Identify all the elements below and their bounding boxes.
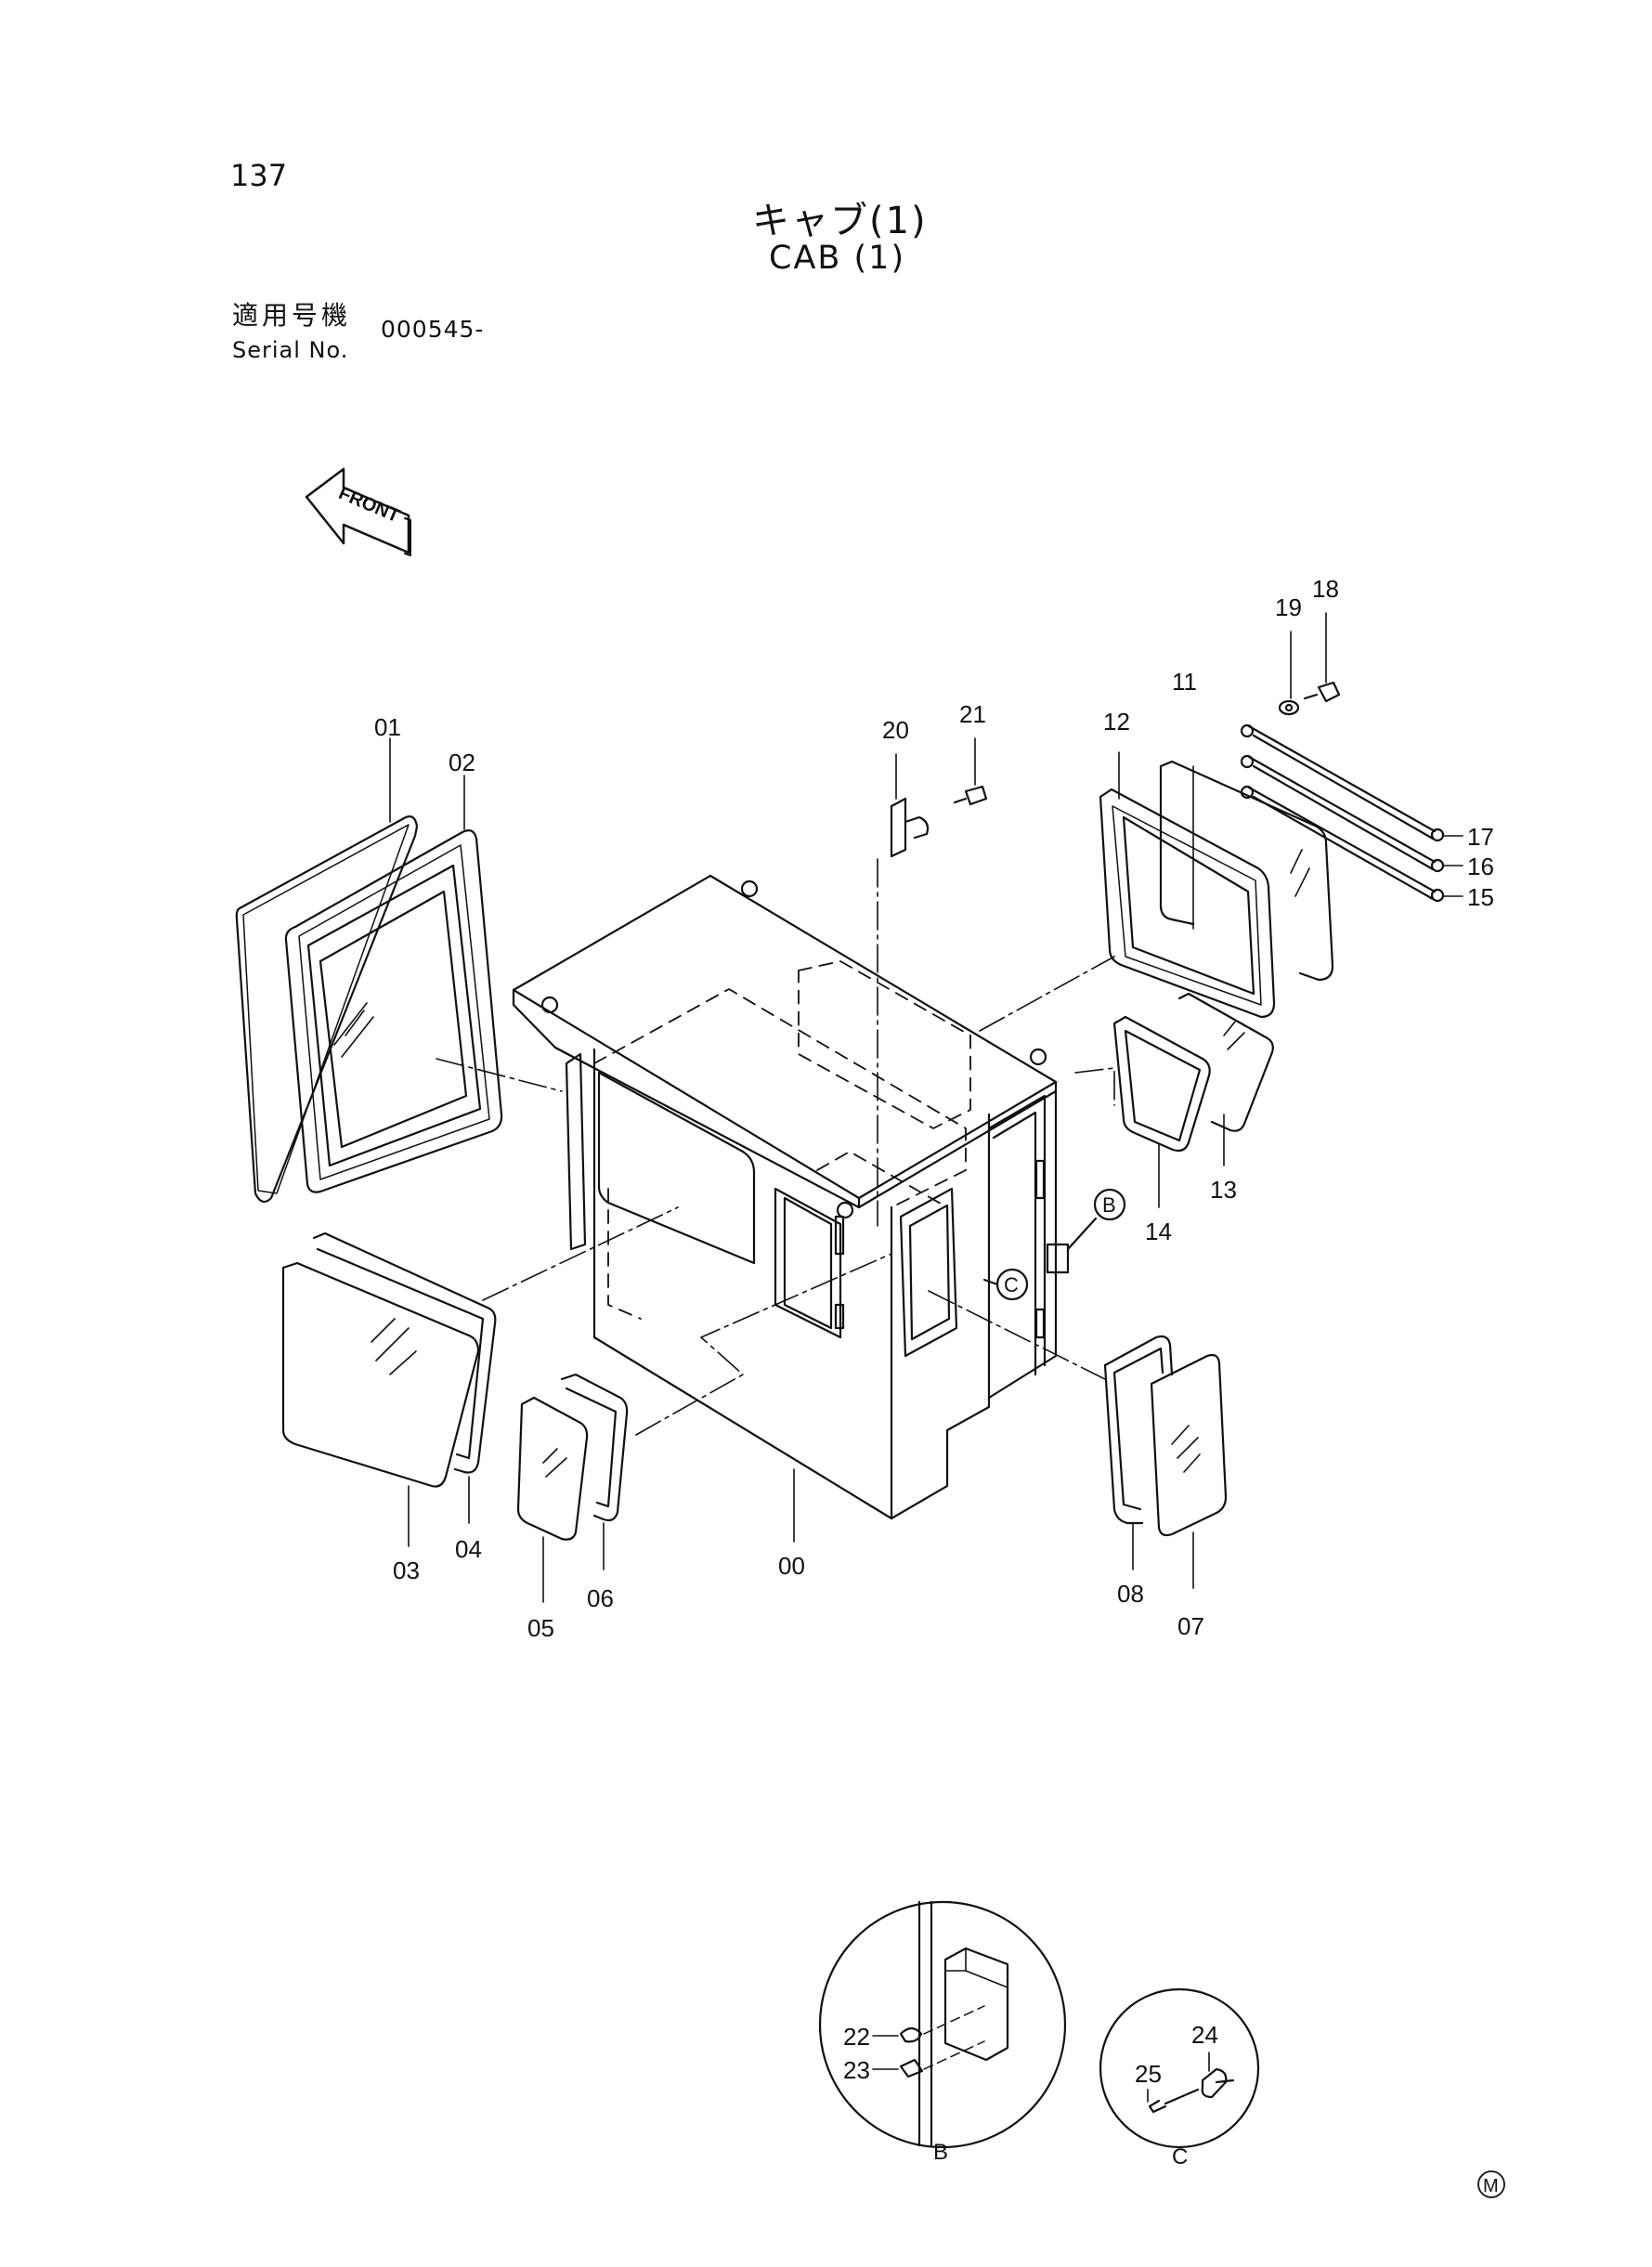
- side-seal-14: [1112, 1015, 1211, 1153]
- front-seal-02: [284, 829, 503, 1193]
- page-title: CAB (1): [769, 240, 906, 277]
- callout-11: 11: [1172, 668, 1197, 696]
- callout-18: 18: [1312, 575, 1339, 603]
- callout-04: 04: [455, 1535, 482, 1563]
- callout-00: 00: [778, 1552, 805, 1580]
- washer-19-icon: [1278, 699, 1300, 716]
- detail-c-label: C: [1172, 2144, 1188, 2169]
- callout-05: 05: [527, 1614, 554, 1642]
- leader-lines: [389, 612, 1463, 1603]
- detail-b: B: [818, 1900, 1067, 2165]
- callout-12: 12: [1103, 708, 1130, 736]
- lower-glass-03: [281, 1261, 480, 1488]
- front-label: FRONT: [335, 483, 402, 527]
- detail-ref-b-label: B: [1102, 1193, 1116, 1217]
- bolt-21-icon: [953, 785, 988, 806]
- callout-02: 02: [449, 749, 475, 776]
- callout-22: 22: [843, 2023, 870, 2051]
- callout-06: 06: [587, 1584, 614, 1612]
- callout-25: 25: [1135, 2060, 1162, 2088]
- small-seal-06: [560, 1373, 629, 1522]
- cab-body: [512, 874, 1058, 1520]
- door-glass-07: [1150, 1353, 1228, 1537]
- callout-19: 19: [1275, 593, 1302, 621]
- detail-b-label: B: [933, 2140, 948, 2165]
- serial-label-japanese: 適用号機: [232, 300, 352, 331]
- callout-20: 20: [882, 716, 909, 744]
- callout-01: 01: [374, 713, 401, 741]
- serial-number-value: 000545-: [381, 316, 485, 343]
- detail-c: C: [1099, 1987, 1260, 2169]
- callout-15: 15: [1467, 883, 1494, 911]
- stay-rods: [1240, 723, 1445, 903]
- small-glass-05: [516, 1396, 589, 1541]
- rear-glass-11: [1159, 760, 1334, 982]
- detail-ref-c: C: [982, 1268, 1029, 1301]
- rear-seal-12: [1099, 788, 1276, 1019]
- front-glass-01: [235, 815, 419, 1204]
- callout-23: 23: [843, 2056, 870, 2084]
- page-number: 137: [230, 158, 288, 193]
- callout-03: 03: [393, 1557, 420, 1584]
- striker-20-icon: [890, 797, 930, 858]
- callouts: 01 02 03 04 05 06 00 08 07 11 12 13 14 1…: [374, 575, 1494, 2088]
- callout-16: 16: [1467, 853, 1494, 880]
- callout-17: 17: [1467, 823, 1494, 851]
- detail-ref-b: B: [1046, 1188, 1126, 1274]
- footer-mark-label: M: [1483, 2176, 1499, 2196]
- callout-13: 13: [1210, 1176, 1237, 1204]
- callout-07: 07: [1177, 1612, 1204, 1640]
- callout-24: 24: [1191, 2021, 1218, 2049]
- callout-14: 14: [1145, 1218, 1172, 1245]
- lower-seal-04: [312, 1231, 497, 1474]
- footer-mark: M: [1477, 2170, 1505, 2198]
- callout-21: 21: [959, 700, 986, 728]
- serial-label: Serial No.: [232, 337, 349, 363]
- page-title-japanese: キャブ(1): [752, 200, 928, 242]
- front-arrow-icon: FRONT: [305, 467, 411, 556]
- detail-ref-c-label: C: [1004, 1273, 1019, 1296]
- bolt-18-icon: [1303, 681, 1341, 703]
- callout-08: 08: [1117, 1580, 1144, 1608]
- door-seal-08: [1103, 1335, 1174, 1525]
- side-glass-13: [1177, 992, 1274, 1132]
